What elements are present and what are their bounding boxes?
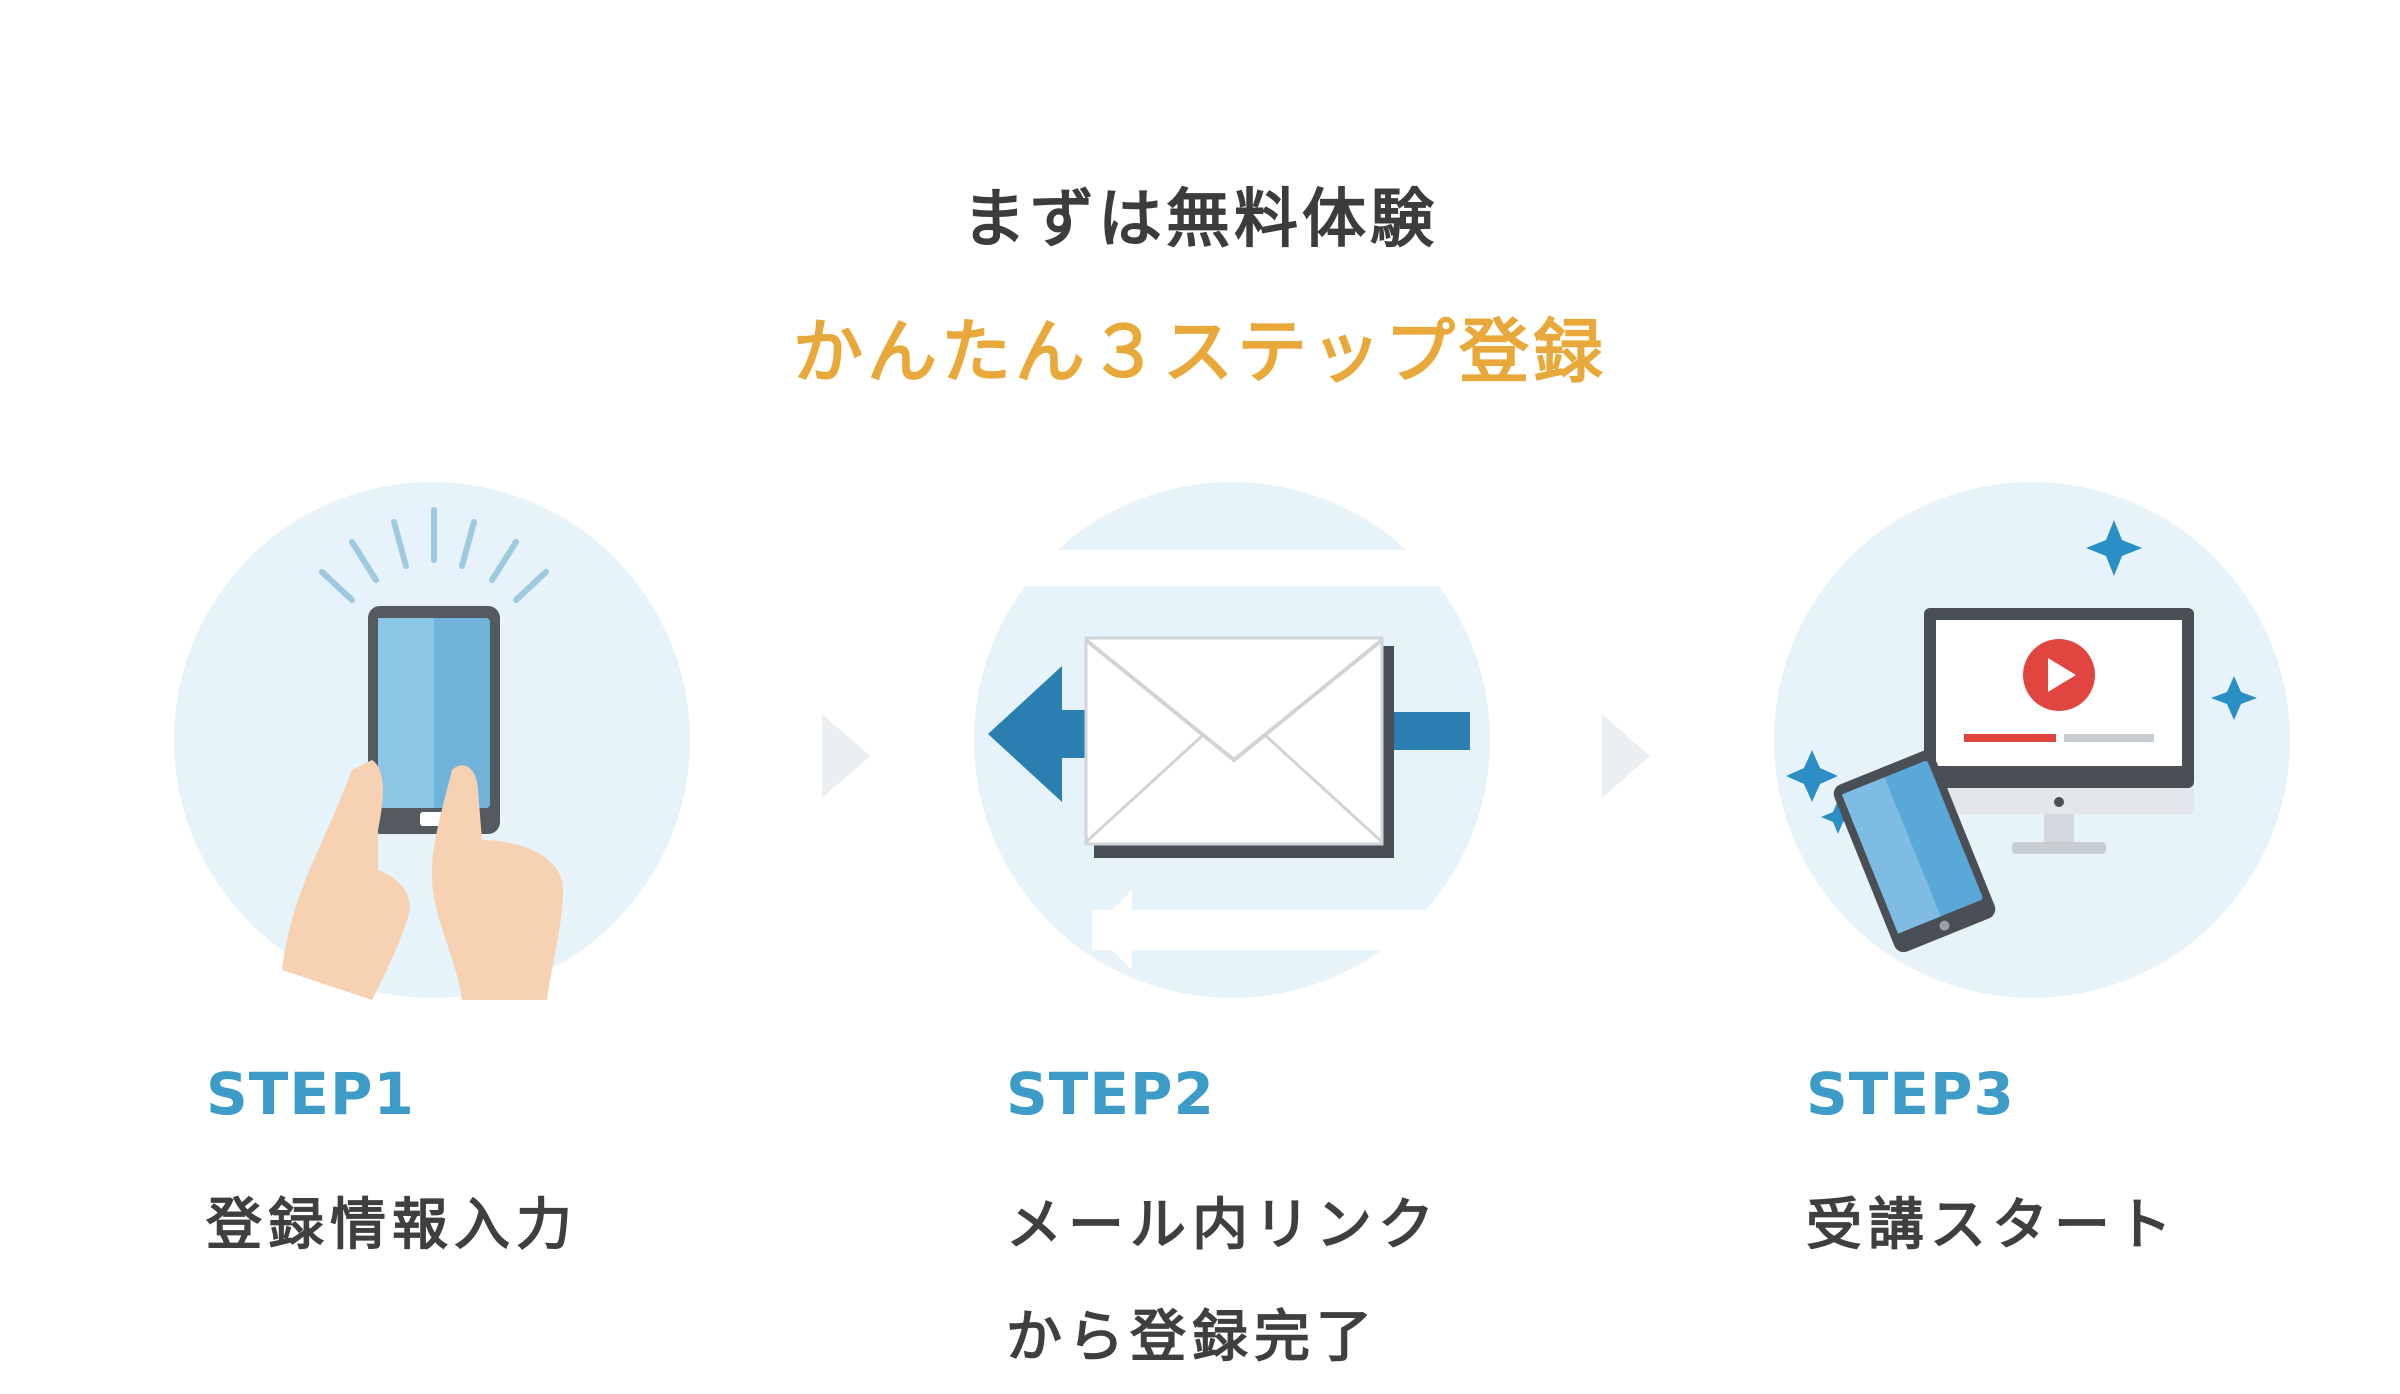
step-label: STEP3 <box>1806 1060 2015 1128</box>
step-label: STEP2 <box>1006 1060 1215 1128</box>
step-description-text: 登録情報入力 <box>206 1193 578 1258</box>
step-label: STEP1 <box>206 1060 415 1128</box>
step-description: メール内リンク から登録完了 <box>1006 1170 1526 1394</box>
video-monitor-icon <box>1772 470 2292 1010</box>
page-subtitle: かんたん３ステップ登録 <box>793 311 1607 393</box>
step-description-line: から登録完了 <box>1006 1305 1378 1370</box>
step-description-line: メール内リンク <box>1006 1193 1440 1258</box>
step-description: 受講スタート <box>1806 1170 2326 1282</box>
smartphone-hands-icon <box>172 470 692 1010</box>
step-description: 登録情報入力 <box>206 1170 726 1282</box>
step-description-text: 受講スタート <box>1806 1193 2178 1258</box>
chevron-right-icon <box>1596 708 1656 804</box>
chevron-right-icon <box>816 708 876 804</box>
envelope-icon <box>972 470 1492 1010</box>
page-title: まずは無料体験 <box>962 183 1438 257</box>
